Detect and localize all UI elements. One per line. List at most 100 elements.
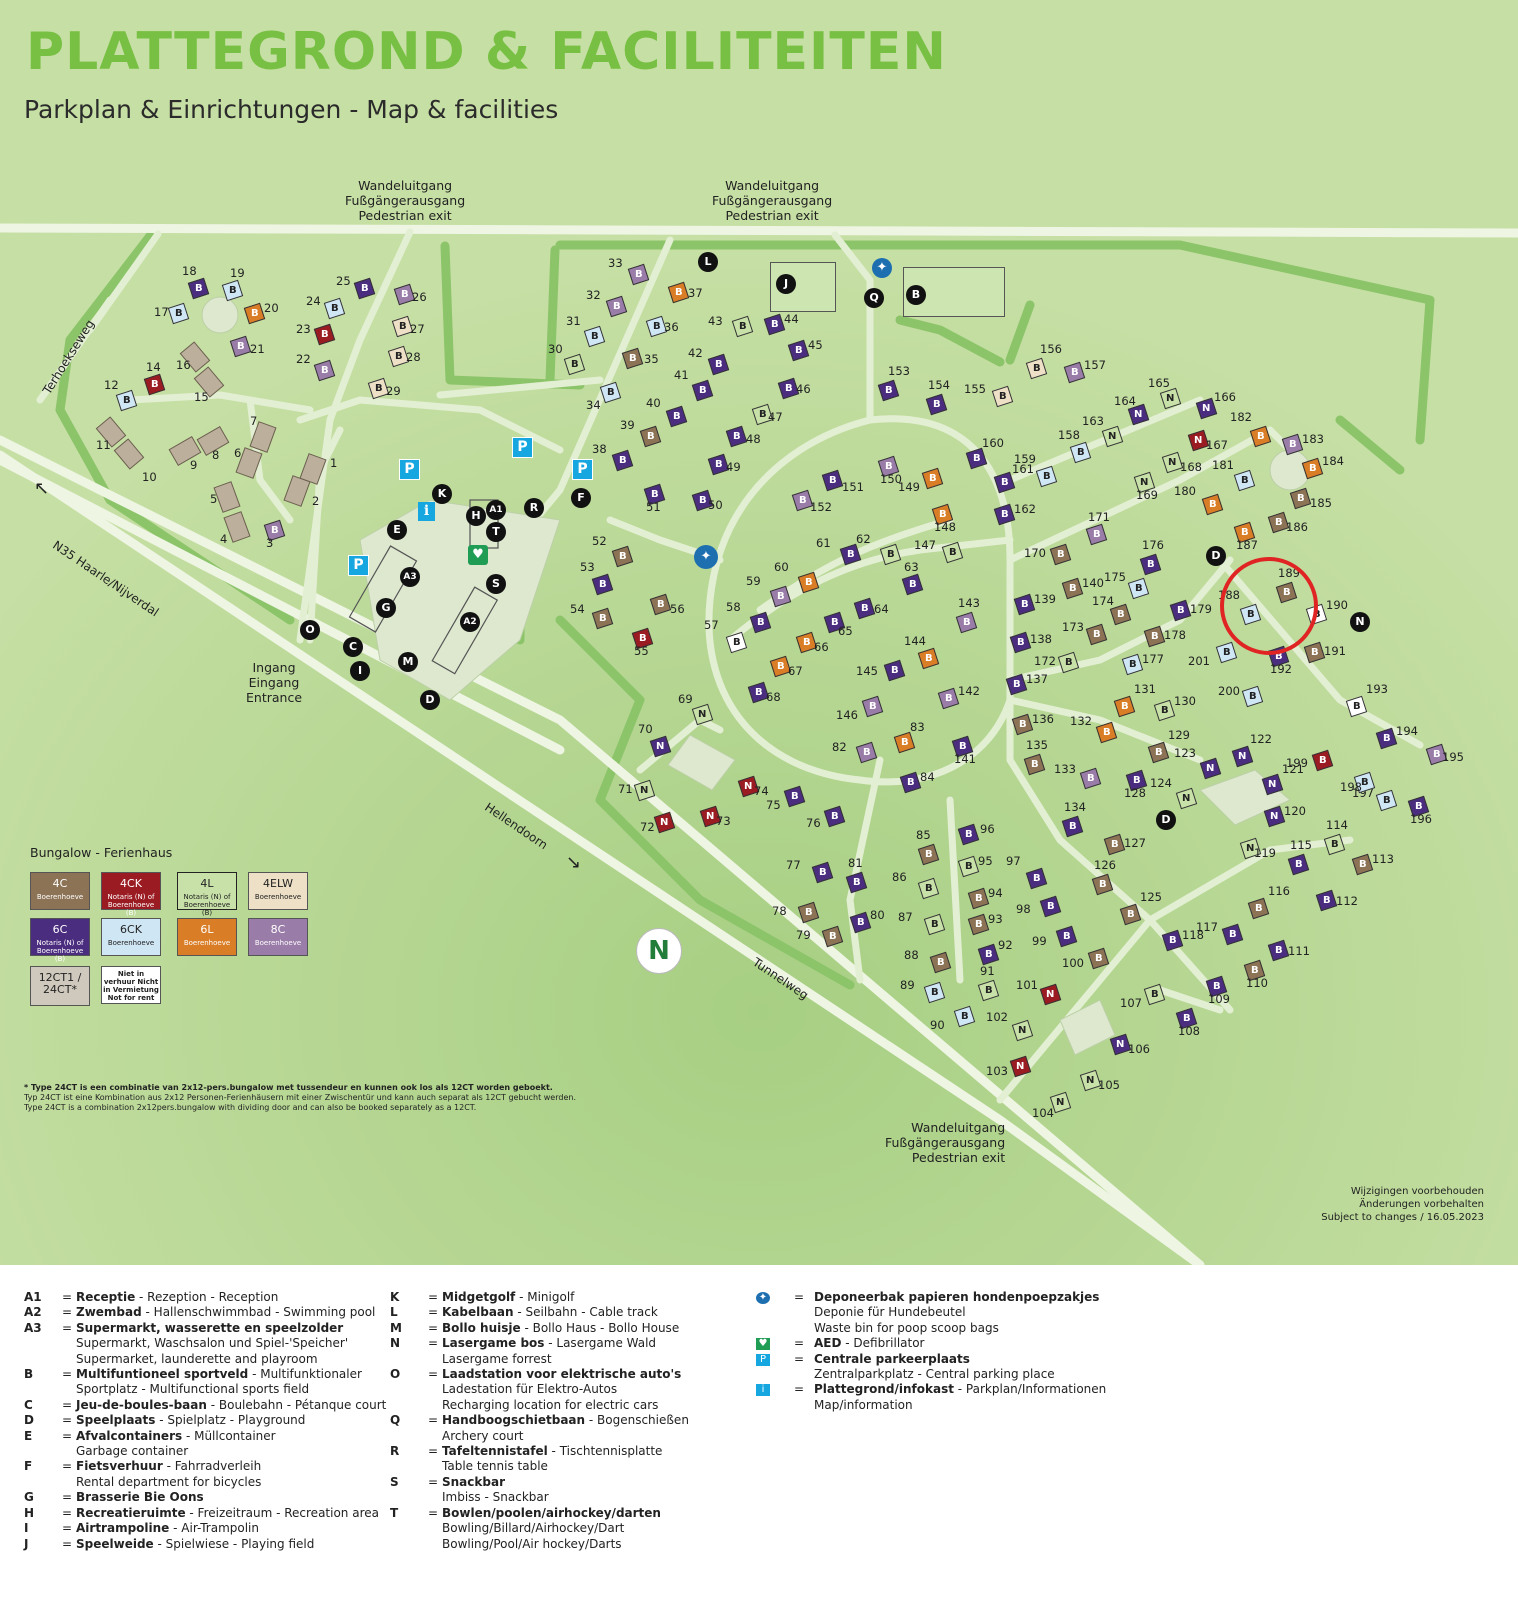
bungalow-letter: N [698,709,707,720]
bungalow-letter: N [1134,409,1143,420]
facility-c-marker[interactable]: C [343,637,363,657]
bungalow-number: 156 [1040,342,1062,356]
legend-sub: Notaris (N) of Boerenhoeve (B) [107,893,155,917]
bungalow-number: 52 [592,534,607,548]
aed-icon: ♥ [756,1338,770,1351]
bungalow-number: 83 [910,720,925,734]
legend-code: 6L [200,923,214,936]
bungalow-letter: B [738,321,747,332]
key-title: Laadstation voor elektrische auto's [442,1367,682,1382]
bungalow-letter: B [890,665,899,676]
key-title: Speelplaats [76,1413,156,1428]
facility-l-marker[interactable]: L [698,252,718,272]
bungalow-letter: B [732,431,741,442]
bungalow-number: 20 [264,301,279,315]
bungalow-letter: B [818,867,827,878]
bungalow-number: 124 [1150,776,1172,790]
facility-a3-marker[interactable]: A3 [400,567,420,587]
pedestrian-exit-label: Wandeluitgang Fußgängerausgang Pedestria… [712,178,833,223]
bungalow-number: 32 [586,288,601,302]
bungalow-letter: B [320,329,329,340]
key-equals: = [794,1382,805,1397]
bungalow-letter: B [790,791,799,802]
bungalow-letter: B [860,603,869,614]
bungalow-number: 157 [1084,358,1106,372]
bungalow-letter: B [856,917,865,928]
park-map: PLATTEGROND & FACILITEITEN Parkplan & Ei… [0,0,1518,1265]
facility-t-marker[interactable]: T [486,522,506,542]
bungalow-number: 185 [1310,496,1332,510]
key-title: Tafeltennistafel [442,1444,548,1459]
facility-o-marker[interactable]: O [300,620,320,640]
info-icon: i [756,1384,770,1397]
facility-q-marker[interactable]: Q [864,288,884,308]
facility-d-marker[interactable]: D [420,690,440,710]
facility-j-marker[interactable]: J [776,274,796,294]
key-detail: - Multifunktionaler Sportplatz - Multifu… [76,1367,362,1397]
bungalow-letter: B [236,341,245,352]
bungalow-number: 22 [296,352,311,366]
facility-a1-marker[interactable]: A1 [486,500,506,520]
bungalow-letter: B [1030,759,1039,770]
facility-b-marker[interactable]: B [906,285,926,305]
bungalow-number: 175 [1104,570,1126,584]
key-row: T=Bowlen/poolen/airhockey/darten Bowling… [390,1506,689,1552]
bungalow-number: 78 [772,904,787,918]
bungalow-number: 37 [688,286,703,300]
facility-g-marker[interactable]: G [376,598,396,618]
bungalow-number: 139 [1034,592,1056,606]
bungalow-letter: B [590,331,599,342]
bungalow-number: 164 [1114,394,1136,408]
bungalow-number: 134 [1064,800,1086,814]
bungalow-number: 80 [870,908,885,922]
parking-icon: P [348,555,369,576]
facility-d-marker[interactable]: D [1206,546,1226,566]
house-number: 15 [194,390,209,404]
bungalow-number: 59 [746,574,761,588]
key-code: H [24,1505,35,1520]
parking-icon: P [512,437,533,458]
key-detail: - Spielplatz - Playground [155,1413,306,1428]
facility-e-marker[interactable]: E [387,520,407,540]
bungalow-number: 23 [296,322,311,336]
facility-k-marker[interactable]: K [432,484,452,504]
facility-m-marker[interactable]: M [398,652,418,672]
house-number: 8 [212,448,220,462]
key-description: Afvalcontainers - Müllcontainer Garbage … [76,1429,276,1460]
key-description: Brasserie Bie Oons [76,1490,204,1505]
key-row: A3=Supermarkt, wasserette en speelzolder… [24,1321,386,1367]
key-detail: - Boulebahn - Pétanque court [206,1397,387,1412]
bungalow-number: 103 [986,1064,1008,1078]
bungalow-number: 48 [746,432,761,446]
key-equals: = [62,1505,73,1520]
facility-h-marker[interactable]: H [466,506,486,526]
key-description: Multifuntioneel sportveld - Multifunktio… [76,1367,362,1398]
facility-r-marker[interactable]: R [524,498,544,518]
house-number: 4 [220,532,228,546]
bungalow-letter: N [1086,1075,1095,1086]
facility-a2-marker[interactable]: A2 [460,612,480,632]
bungalow-letter: B [1046,901,1055,912]
aed-icon: ♥ [468,545,488,565]
facility-key-column-3: ✦=Deponeerbak papieren hondenpoepzakjes … [756,1290,1106,1413]
bungalow-letter: B [930,987,939,998]
bungalow-letter: B [948,547,957,558]
facility-n-marker[interactable]: N [1350,612,1370,632]
key-equals: = [428,1413,439,1428]
legend-code: 12CT1 / 24CT* [38,971,82,996]
key-equals: = [62,1397,73,1412]
facility-d-marker[interactable]: D [1156,810,1176,830]
bungalow-letter: N [656,741,665,752]
bungalow-letter: B [674,287,683,298]
bungalow-letter: B [1296,493,1305,504]
bungalow-letter: B [852,877,861,888]
facility-i-marker[interactable]: I [350,661,370,681]
facility-f-marker[interactable]: F [571,488,591,508]
bungalow-letter: B [936,957,945,968]
facility-s-marker[interactable]: S [486,574,506,594]
bungalow-letter: B [770,319,779,330]
key-equals: = [428,1320,439,1335]
bungalow-number: 46 [796,382,811,396]
key-detail: - Lasergame Wald Lasergame forrest [442,1336,657,1366]
bungalow-number: 63 [904,560,919,574]
